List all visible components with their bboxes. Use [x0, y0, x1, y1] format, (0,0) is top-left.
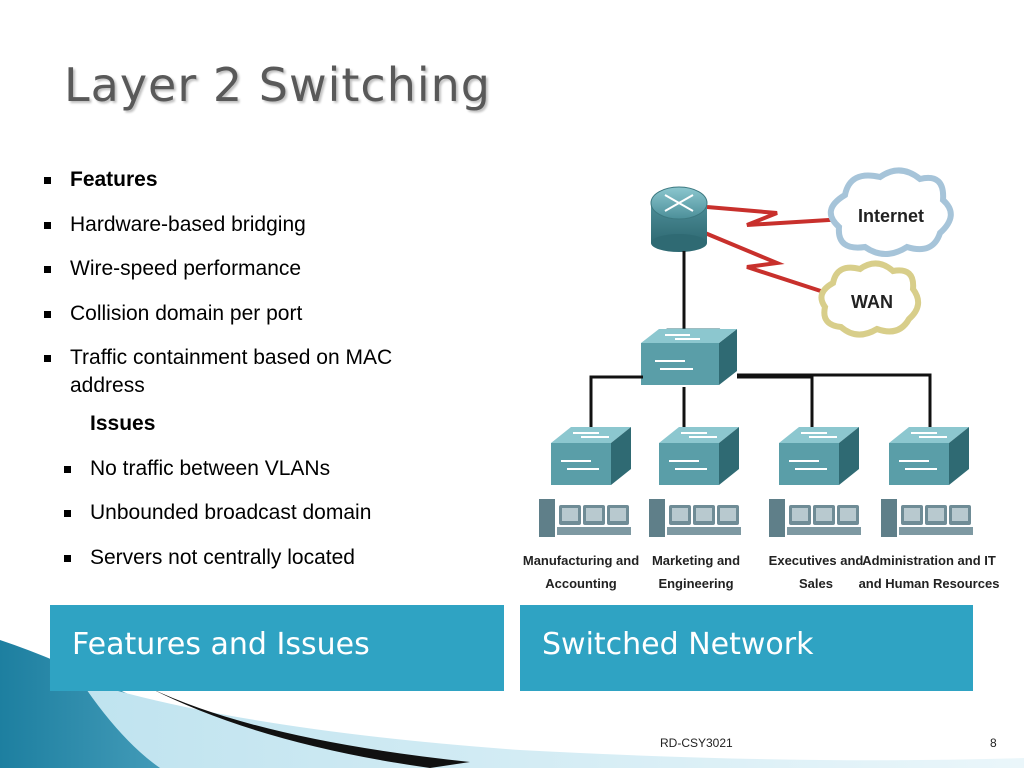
bullet-text: Servers not centrally located	[90, 546, 355, 569]
internet-label: Internet	[858, 206, 924, 226]
cable-administration	[737, 373, 932, 437]
bullet-item: Servers not centrally located	[64, 544, 530, 572]
switched-network-diagram: Internet WAN	[523, 167, 1000, 591]
bullet-item: No traffic between VLANs	[64, 455, 530, 483]
group-label-line2: Engineering	[658, 576, 733, 591]
bullet-text: Hardware-based bridging	[70, 213, 306, 236]
bullet-item: Unbounded broadcast domain	[64, 499, 530, 527]
decorative-swoosh	[0, 640, 1024, 768]
core-switch-icon	[641, 328, 737, 385]
page-number: 8	[990, 736, 997, 750]
access-switch-icon	[551, 427, 631, 485]
bullet-text: Features	[70, 168, 158, 191]
slide-title: Layer 2 Switching	[64, 58, 491, 112]
wan-label: WAN	[851, 292, 893, 312]
bullet-item-issues-heading: Issues	[64, 410, 530, 438]
bullet-square-icon	[44, 355, 51, 362]
bullet-square-icon	[64, 466, 71, 473]
workstation-group-icon	[881, 499, 973, 537]
group-label-line1: Executives and	[769, 553, 864, 568]
bullet-square-icon	[44, 177, 51, 184]
serial-link-internet	[706, 205, 846, 227]
router-icon	[650, 186, 708, 252]
serial-link-wan	[704, 231, 834, 297]
access-switch-icon	[889, 427, 969, 485]
bullet-square-icon	[64, 510, 71, 517]
group-label-line1: Administration and IT	[862, 553, 996, 568]
internet-cloud-icon: Internet	[827, 167, 954, 257]
group-label-line2: and Human Resources	[859, 576, 1000, 591]
cable-executives	[737, 375, 814, 437]
group-label-line1: Manufacturing and	[523, 553, 639, 568]
bullet-item: Traffic containment based on MAC address	[44, 344, 470, 400]
cable-manufacturing	[589, 375, 643, 437]
panel-switched-network: Switched Network	[520, 605, 973, 691]
bullet-text: Traffic containment based on MAC address	[70, 346, 393, 397]
group-label-line2: Sales	[799, 576, 833, 591]
group-label-line2: Accounting	[545, 576, 617, 591]
bullet-text: Wire-speed performance	[70, 257, 302, 280]
bullet-item: Collision domain per port	[44, 300, 510, 328]
bullet-item: Wire-speed performance	[44, 255, 510, 283]
workstation-group-icon	[769, 499, 861, 537]
wan-cloud-icon: WAN	[818, 260, 922, 338]
workstation-group-icon	[649, 499, 741, 537]
bullet-square-icon	[44, 222, 51, 229]
bullet-text: No traffic between VLANs	[90, 457, 331, 480]
bullet-text: Unbounded broadcast domain	[90, 501, 372, 524]
panel-features-and-issues: Features and Issues	[50, 605, 504, 691]
bullet-square-icon	[64, 555, 71, 562]
bullet-item: Features	[44, 166, 510, 194]
access-switch-icon	[779, 427, 859, 485]
workstation-group-icon	[539, 499, 631, 537]
bullet-square-icon	[44, 311, 51, 318]
bullet-text: Collision domain per port	[70, 302, 303, 325]
bullet-item: Hardware-based bridging	[44, 211, 510, 239]
footer-course-code: RD-CSY3021	[660, 736, 733, 750]
bullet-square-icon	[44, 266, 51, 273]
bullet-text: Issues	[90, 412, 156, 435]
group-label-line1: Marketing and	[652, 553, 740, 568]
access-switch-icon	[659, 427, 739, 485]
